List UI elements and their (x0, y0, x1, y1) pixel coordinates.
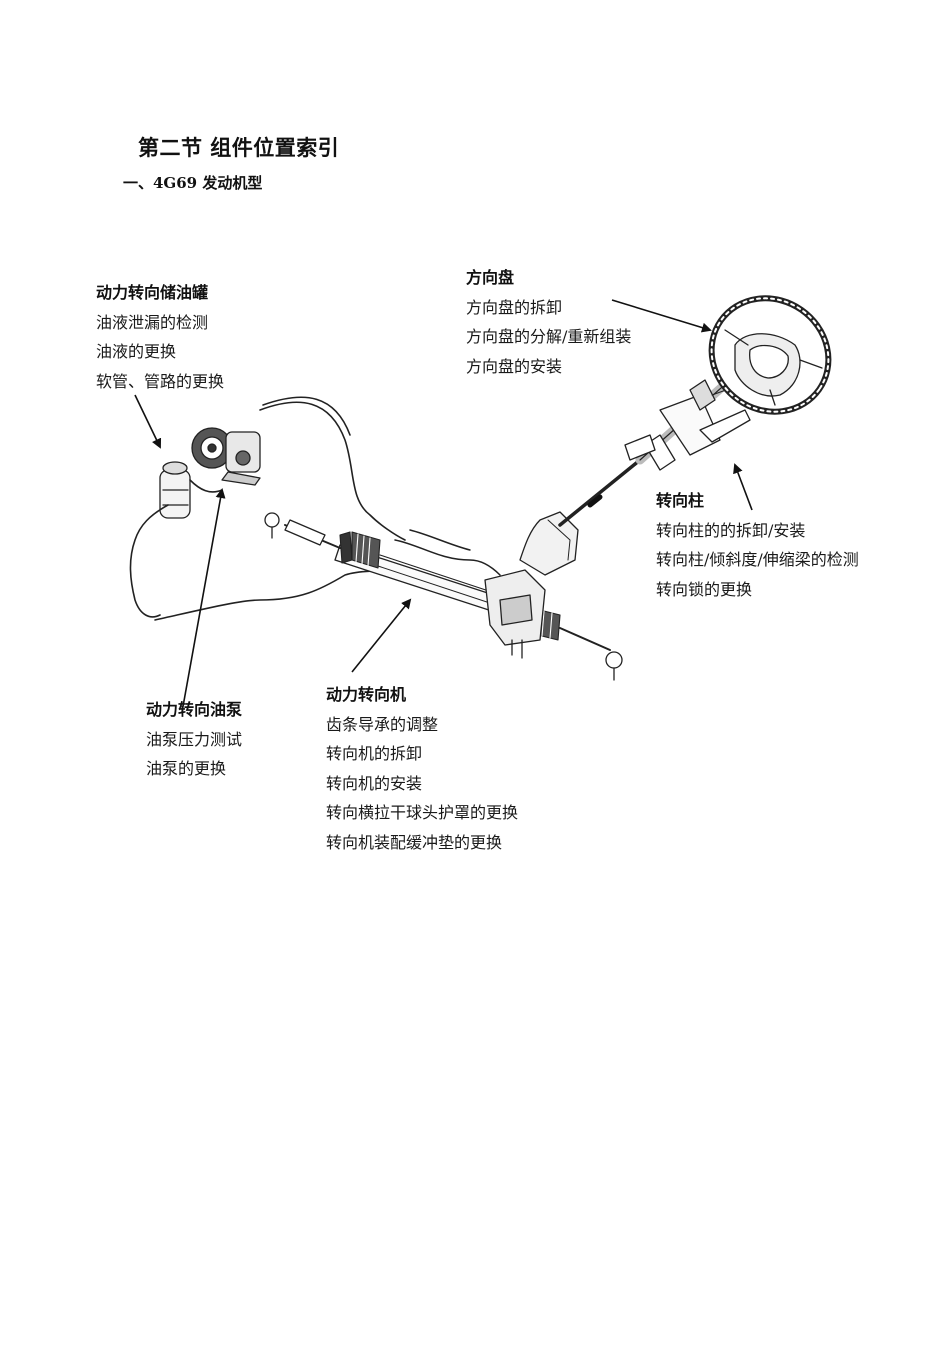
gear-arrow (352, 600, 410, 672)
reservoir-illustration (160, 462, 190, 518)
reservoir-item: 油液泄漏的检测 (96, 308, 224, 338)
steering-wheel-item: 方向盘的安装 (466, 352, 631, 382)
steering-column-callout: 转向柱 转向柱的的拆卸/安装 转向柱/倾斜度/伸缩梁的检测 转向锁的更换 (656, 486, 859, 604)
gear-item: 齿条导承的调整 (326, 710, 518, 740)
gear-callout: 动力转向机 齿条导承的调整 转向机的拆卸 转向机的安装 转向横拉干球头护罩的更换… (326, 680, 518, 857)
gear-item: 转向机装配缓冲垫的更换 (326, 828, 518, 858)
gear-item: 转向横拉干球头护罩的更换 (326, 798, 518, 828)
steering-column-item: 转向柱/倾斜度/伸缩梁的检测 (656, 545, 859, 575)
pump-arrow (182, 490, 222, 712)
reservoir-item: 软管、管路的更换 (96, 367, 224, 397)
pump-callout: 动力转向油泵 油泵压力测试 油泵的更换 (146, 695, 242, 784)
pump-illustration (192, 428, 260, 485)
steering-column-title: 转向柱 (656, 486, 859, 516)
steering-wheel-item: 方向盘的拆卸 (466, 293, 631, 323)
pump-item: 油泵的更换 (146, 754, 242, 784)
steering-wheel-title: 方向盘 (466, 263, 631, 293)
gear-item: 转向机的安装 (326, 769, 518, 799)
steering-wheel-item: 方向盘的分解/重新组装 (466, 322, 631, 352)
reservoir-item: 油液的更换 (96, 337, 224, 367)
reservoir-title: 动力转向储油罐 (96, 278, 224, 308)
reservoir-callout: 动力转向储油罐 油液泄漏的检测 油液的更换 软管、管路的更换 (96, 278, 224, 396)
steering-wheel-illustration (689, 276, 850, 435)
gear-title: 动力转向机 (326, 680, 518, 710)
steering-column-item: 转向柱的的拆卸/安装 (656, 516, 859, 546)
steering-wheel-callout: 方向盘 方向盘的拆卸 方向盘的分解/重新组装 方向盘的安装 (466, 263, 631, 381)
pump-item: 油泵压力测试 (146, 725, 242, 755)
gear-item: 转向机的拆卸 (326, 739, 518, 769)
steering-column-item: 转向锁的更换 (656, 575, 859, 605)
reservoir-arrow (135, 395, 160, 447)
pump-title: 动力转向油泵 (146, 695, 242, 725)
